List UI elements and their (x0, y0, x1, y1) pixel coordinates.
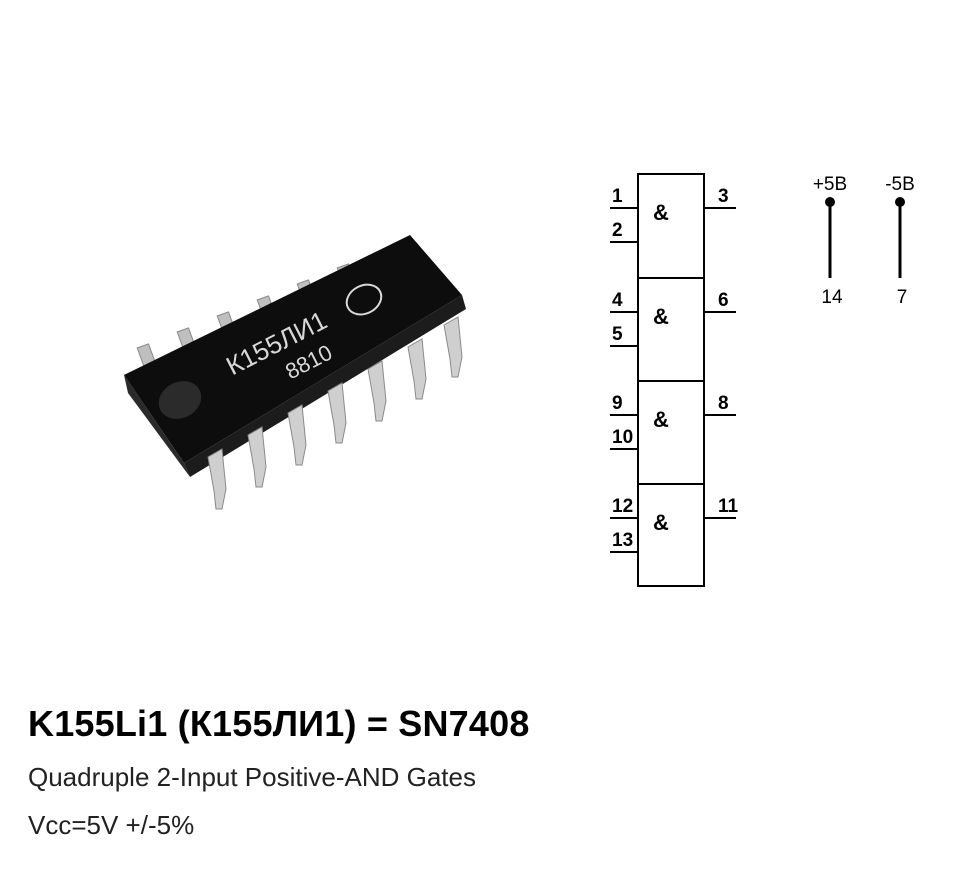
and-symbol: & (653, 304, 669, 329)
and-symbol: & (653, 407, 669, 432)
output-pin-label: 11 (718, 496, 739, 517)
output-pin-label: 8 (718, 393, 729, 414)
and-gate: 12 13 11 & (610, 496, 739, 553)
input-pin-label: 5 (612, 324, 623, 345)
and-gate: 1 2 3 & (610, 186, 736, 243)
input-pin-label: 13 (612, 530, 633, 551)
chip-photo: К155ЛИ1 8810 (124, 235, 466, 510)
output-pin-label: 6 (718, 290, 729, 311)
positive-supply-label: +5В (813, 174, 847, 195)
and-symbol: & (653, 510, 669, 535)
and-gate: 9 10 8 & (610, 393, 736, 450)
positive-supply-pin: 14 (821, 287, 843, 308)
front-pins (207, 316, 463, 510)
input-pin-label: 9 (612, 393, 623, 414)
output-pin-label: 3 (718, 186, 729, 207)
supply-voltage: Vcc=5V +/-5% (28, 810, 195, 840)
page-title: K155Li1 (К155ЛИ1) = SN7408 (28, 703, 530, 744)
subtitle: Quadruple 2-Input Positive-AND Gates (28, 762, 476, 792)
input-pin-label: 12 (612, 496, 633, 517)
manufacturer-logo (345, 283, 383, 316)
input-pin-label: 4 (612, 290, 623, 311)
input-pin-label: 10 (612, 427, 633, 448)
power-pins: +5В 14 -5В 7 (813, 174, 915, 308)
input-pin-label: 2 (612, 220, 623, 241)
and-symbol: & (653, 200, 669, 225)
negative-supply-pin: 7 (897, 287, 908, 308)
input-pin-label: 1 (612, 186, 623, 207)
and-gate: 4 5 6 & (610, 290, 736, 347)
negative-supply-label: -5В (885, 174, 915, 195)
